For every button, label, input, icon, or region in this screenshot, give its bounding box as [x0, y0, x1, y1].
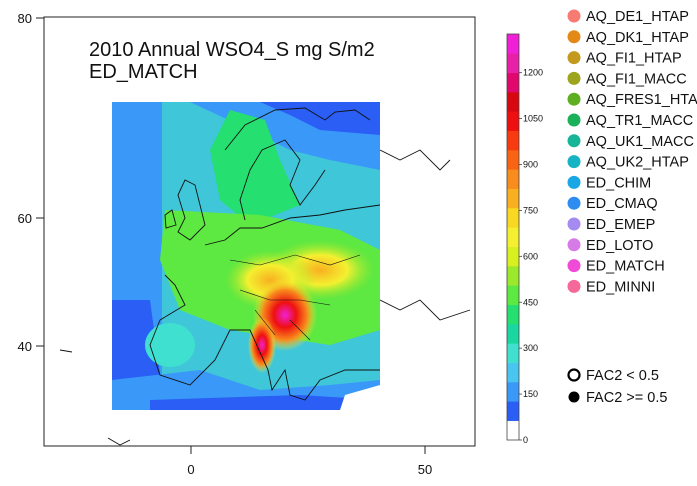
legend-label: ED_LOTO [586, 238, 653, 254]
colorbar-label: 900 [523, 160, 538, 170]
colorbar-segment [507, 304, 519, 325]
colorbar-segment [507, 208, 519, 228]
legend-label: AQ_DK1_HTAP [586, 30, 689, 46]
map-subtitle: ED_MATCH [89, 61, 198, 83]
colorbar-segment [507, 130, 519, 151]
legend-label: AQ_FI1_HTAP [586, 51, 682, 67]
colorbar-segment [507, 401, 519, 421]
legend-label: AQ_FRES1_HTAP [586, 92, 697, 108]
fac2-label: FAC2 >= 0.5 [586, 390, 667, 406]
colorbar-label: 300 [523, 343, 538, 353]
coast-outside [59, 149, 471, 446]
colorbar-segment [507, 34, 519, 54]
colorbar-label: 150 [523, 389, 538, 399]
legend-marker [567, 279, 581, 293]
legend-label: AQ_UK2_HTAP [586, 155, 689, 171]
legend-label: ED_MATCH [586, 259, 665, 275]
map-plot [43, 16, 476, 447]
colorbar-segment [507, 72, 519, 93]
coast-scandinavia [224, 107, 371, 221]
map-title: 2010 Annual WSO4_S mg S/m2 [89, 39, 375, 61]
legend-label: ED_CMAQ [586, 196, 658, 212]
legend-label: ED_MINNI [586, 279, 655, 295]
legend-label: ED_CHIM [586, 175, 651, 191]
coast-britain [164, 179, 206, 241]
legend-label: AQ_TR1_MACC [586, 113, 693, 129]
fac2-open-marker [567, 368, 581, 382]
y-tick-label: 40 [18, 339, 32, 354]
legend-label: AQ_UK1_MACC [586, 134, 694, 150]
colorbar-segment [507, 150, 519, 170]
model-field [112, 102, 380, 410]
x-tick-label: 50 [418, 462, 432, 477]
colorbar-label: 1050 [523, 114, 543, 124]
colorbar-segment [507, 362, 519, 383]
colorbar-segment [507, 285, 519, 305]
colorbar-segment [507, 382, 519, 402]
field-iberia [145, 323, 195, 367]
colorbar-segment [507, 188, 519, 209]
legend-marker [567, 30, 581, 44]
legend-marker [567, 238, 581, 252]
field-nodata [340, 385, 380, 410]
fac2-label: FAC2 < 0.5 [586, 368, 659, 384]
field-italy-hot [248, 317, 276, 373]
fac2-filled-marker [568, 391, 580, 403]
colorbar-segment [507, 92, 519, 112]
colorbar-label: 0 [523, 435, 528, 445]
colorbar-segment [507, 227, 519, 247]
colorbar-segment [507, 111, 519, 131]
legend-marker [567, 71, 581, 85]
legend: AQ_DE1_HTAP AQ_DK1_HTAP AQ_FI1_HTAP AQ_FI1_… [567, 9, 697, 406]
legend-marker [567, 92, 581, 106]
coastlines [59, 107, 471, 446]
x-tick-label: 0 [187, 462, 194, 477]
legend-marker [567, 9, 581, 23]
coast-borders [229, 254, 361, 341]
colorbar-segment [507, 266, 519, 286]
colorbar-segment [507, 246, 519, 267]
colorbar-label: 600 [523, 251, 538, 261]
colorbar-segment [507, 169, 519, 189]
colorbar-outline [506, 33, 520, 441]
colorbar-label: 450 [523, 297, 538, 307]
field-med-deep [150, 395, 380, 410]
legend-marker [567, 51, 581, 65]
x-axis: 0 50 [187, 446, 432, 477]
legend-marker [567, 155, 581, 169]
y-tick-label: 60 [18, 211, 32, 226]
legend-label: ED_EMEP [586, 217, 655, 233]
colorbar-label: 750 [523, 205, 538, 215]
legend-marker [567, 134, 581, 148]
legend-marker [567, 217, 581, 231]
coast-continent [149, 204, 381, 401]
legend-marker [567, 113, 581, 127]
legend-label: AQ_DE1_HTAP [586, 9, 689, 25]
legend-marker [567, 259, 581, 273]
colorbar: 0 150 300 450 600 750 900 1050 1200 [506, 33, 543, 445]
colorbar-segment [507, 324, 519, 344]
y-axis: 40 60 80 [18, 11, 44, 354]
legend-marker [567, 196, 581, 210]
colorbar-segment [507, 343, 519, 363]
legend-label: AQ_FI1_MACC [586, 71, 687, 87]
field-scandinavia [210, 110, 300, 225]
colorbar-segment [507, 53, 519, 73]
colorbar-label: 1200 [523, 68, 543, 78]
colorbar-segment [507, 420, 519, 441]
y-tick-label: 80 [18, 11, 32, 26]
legend-marker [567, 175, 581, 189]
